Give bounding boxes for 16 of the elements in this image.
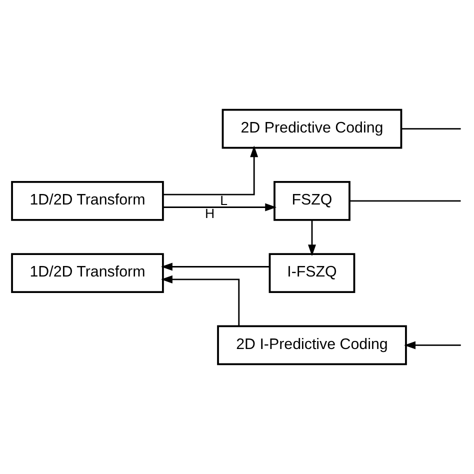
arrow — [162, 146, 258, 196]
edge-label: H — [204, 206, 215, 221]
arrow — [308, 220, 316, 256]
node-box: 2D Predictive Coding — [222, 108, 402, 149]
node-box: I-FSZQ — [268, 253, 356, 293]
arrow — [161, 262, 270, 271]
node-box: 2D I-Predictive Coding — [217, 325, 407, 366]
arrow — [404, 341, 461, 350]
arrow — [163, 203, 277, 212]
edge-label: L — [220, 193, 228, 208]
node-box: 1D/2D Transform — [11, 253, 164, 293]
connector — [350, 200, 461, 202]
node-box: FSZQ — [274, 181, 350, 221]
arrow — [161, 275, 240, 326]
node-box: 1D/2D Transform — [11, 181, 164, 221]
connector — [402, 128, 461, 130]
